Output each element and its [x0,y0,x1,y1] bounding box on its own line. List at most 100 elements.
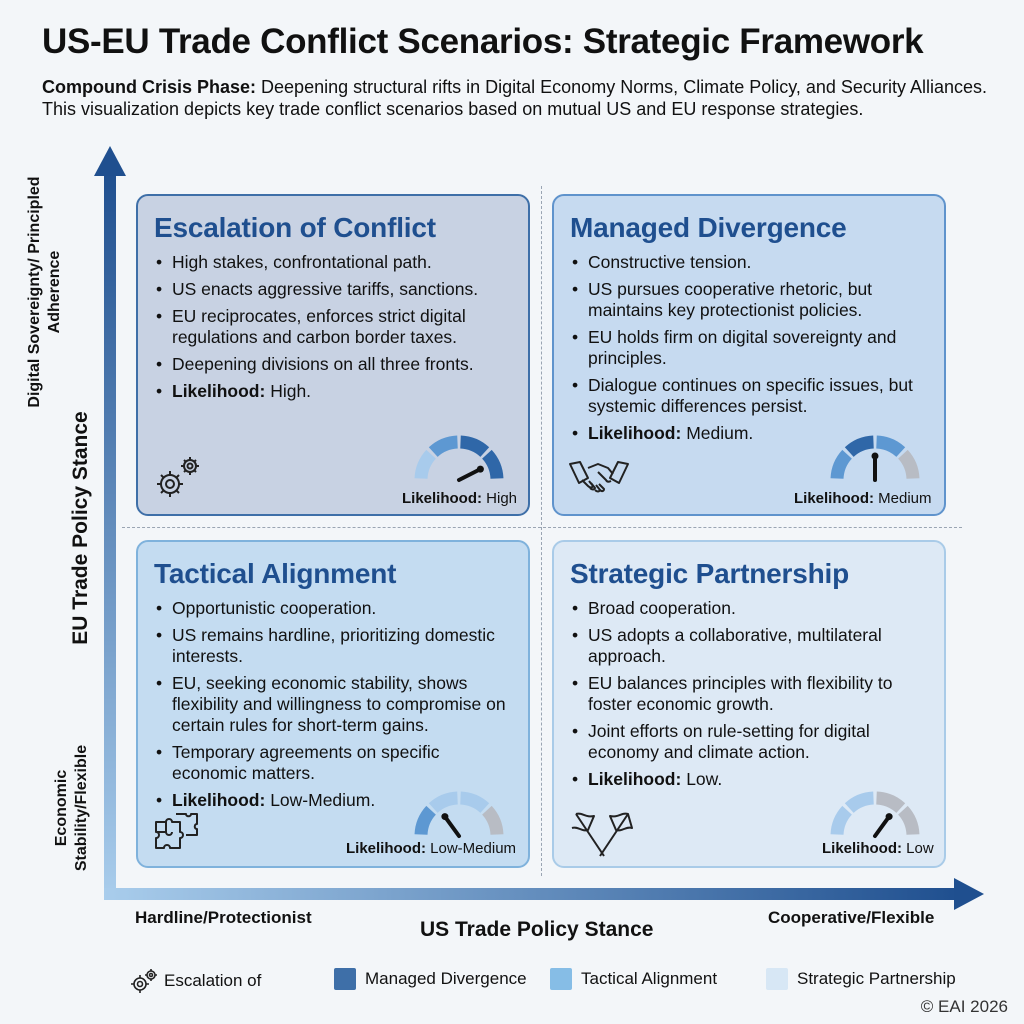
likelihood-value: Low. [681,769,723,789]
legend-label: Strategic Partnership [797,969,956,988]
bullet-item: Constructive tension. [572,252,926,273]
likelihood-bullet: Likelihood: Low. [572,769,926,790]
gauge-segment [428,791,459,814]
bullet-item: EU, seeking economic stability, shows fl… [156,673,510,736]
puzzle-icon [155,813,198,849]
horizontal-divider [122,527,962,528]
quadrant-managed-divergence: Managed Divergence Constructive tension.… [552,194,946,516]
legend-label: Tactical Alignment [581,969,718,988]
gauge-needle [457,467,483,482]
gauge-segment [481,449,504,480]
legend-swatch [334,968,356,990]
bullet-item: Joint efforts on rule-setting for digita… [572,721,926,763]
quadrant-title: Escalation of Conflict [154,212,436,243]
gauge-segment [844,435,875,458]
likelihood-value: High. [265,381,312,401]
gauge-needle-tip [476,465,484,473]
bullet-list: Opportunistic cooperation. US remains ha… [154,598,510,811]
bullet-item: EU reciprocates, enforces strict digital… [156,306,510,348]
bullet-list: High stakes, confrontational path. US en… [154,252,510,402]
legend-swatch [550,968,572,990]
likelihood-label: Likelihood: [588,769,682,789]
x-axis-arrowhead [954,878,984,910]
gauge-segment [897,449,920,480]
crossed-flags-icon [571,812,633,857]
bullet-item: US remains hardline, prioritizing domest… [156,625,510,667]
y-axis-shaft [104,168,116,898]
y-axis-top-label: Digital Sovereignty/ Principled Adherenc… [26,176,63,408]
y-axis-arrowhead [94,146,126,176]
x-axis-right-label: Cooperative/Flexible [768,908,935,927]
bullet-item: Opportunistic cooperation. [156,598,510,619]
bullet-item: US pursues cooperative rhetoric, but mai… [572,279,926,321]
gauge-segment [875,791,906,814]
bullet-list: Broad cooperation. US adopts a collabora… [570,598,926,790]
legend-item-managed-divergence: Managed Divergence [334,968,527,990]
gauge-segment [481,805,504,836]
page-subtitle: Compound Crisis Phase: Deepening structu… [42,76,1002,120]
subtitle-lead: Compound Crisis Phase: [42,77,257,97]
likelihood-value: Medium. [681,423,754,443]
gauge-segment [414,805,437,836]
bullet-item: High stakes, confrontational path. [156,252,510,273]
bullet-item: EU balances principles with flexibility … [572,673,926,715]
gauge-needle-tip [871,452,879,460]
gauge-segment [875,435,906,458]
gauge-segment [459,435,490,458]
quadrant-title: Tactical Alignment [154,558,397,589]
bullet-item: EU holds firm on digital sovereignty and… [572,327,926,369]
vertical-divider [541,186,542,876]
bullet-item: Temporary agreements on specific economi… [156,742,510,784]
gauge-segment [428,435,459,458]
gears-icon [131,969,157,993]
legend-label: Escalation of [164,971,262,990]
likelihood-value: Low-Medium. [265,790,376,810]
likelihood-bullet: Likelihood: High. [156,381,510,402]
bullet-item: Dialogue continues on specific issues, b… [572,375,926,417]
bullet-item: US enacts aggressive tariffs, sanctions. [156,279,510,300]
gauge-segment [897,805,920,836]
legend-label: Managed Divergence [365,969,527,988]
gauge-caption: Likelihood: Low [822,840,934,857]
likelihood-label: Likelihood: [588,423,682,443]
likelihood-gauge [830,791,920,838]
likelihood-label: Likelihood: [172,790,266,810]
legend-item-tactical-alignment: Tactical Alignment [550,968,717,990]
gauge-needle [873,814,892,838]
handshake-icon [569,461,629,493]
gauge-segment [830,449,853,480]
quadrant-tactical-alignment: Tactical Alignment Opportunistic coopera… [136,540,530,868]
x-axis-shaft [104,888,959,900]
gauge-segment [459,791,490,814]
x-axis-left-label: Hardline/Protectionist [135,908,312,927]
gauge-needle-tip [885,813,893,821]
gauge-needle-tip [441,813,449,821]
quadrant-title: Strategic Partnership [570,558,849,589]
likelihood-gauge [414,791,504,838]
gears-icon [157,457,199,497]
y-axis-title: EU Trade Policy Stance [69,411,92,645]
copyright: © EAI 2026 [920,997,1008,1016]
bullet-item: Deepening divisions on all three fronts. [156,354,510,375]
bullet-list: Constructive tension. US pursues coopera… [570,252,926,444]
quadrant-escalation-of-conflict: Escalation of Conflict High stakes, conf… [136,194,530,516]
gauge-segment [830,805,853,836]
subtitle-text: Deepening structural rifts in Digital Ec… [42,77,987,119]
likelihood-label: Likelihood: [172,381,266,401]
legend-item-escalation: Escalation of [130,968,261,994]
quadrant-title: Managed Divergence [570,212,847,243]
gauge-caption: Likelihood: High [402,490,518,507]
bullet-item: US adopts a collaborative, multilateral … [572,625,926,667]
gauge-segment [414,449,437,480]
likelihood-bullet: Likelihood: Medium. [572,423,926,444]
bullet-item: Broad cooperation. [572,598,926,619]
legend-item-strategic-partnership: Strategic Partnership [766,968,956,990]
y-axis-bottom-label: Economic Stability/Flexible [53,744,90,872]
likelihood-gauge [830,435,920,482]
gauge-caption: Likelihood: Medium [794,490,932,507]
page-title: US-EU Trade Conflict Scenarios: Strategi… [42,22,924,61]
legend-swatch [766,968,788,990]
likelihood-bullet: Likelihood: Low-Medium. [156,790,510,811]
gauge-segment [844,791,875,814]
gauge-caption: Likelihood: Low-Medium [346,840,517,857]
